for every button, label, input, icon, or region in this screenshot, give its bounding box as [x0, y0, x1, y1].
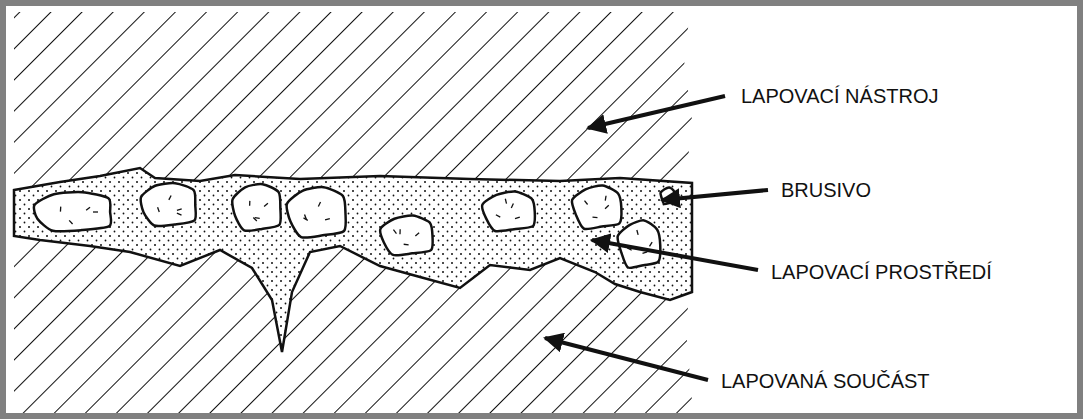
grain-mark [643, 252, 648, 254]
abrasive-grain [572, 185, 622, 229]
leader-arrows [545, 96, 768, 380]
abrasive-grain [380, 216, 432, 256]
part-label: BRUSIVO [778, 178, 874, 202]
grain-mark [93, 211, 98, 212]
leader-arrow [592, 240, 758, 270]
grain-mark [264, 203, 268, 206]
abrasive-grain [232, 184, 280, 231]
grain-mark [249, 201, 251, 206]
abrasive-grain [34, 192, 111, 231]
grain-mark [177, 209, 182, 210]
grain-mark [325, 219, 330, 220]
grain-mark [650, 242, 653, 246]
grain-mark [637, 230, 638, 235]
grain-mark [593, 217, 598, 219]
grain-mark [303, 218, 307, 221]
grain-mark [605, 205, 609, 208]
medium-dots [14, 168, 692, 352]
grain-mark [255, 217, 260, 219]
grain-mark [404, 244, 409, 246]
abrasive-grain [141, 183, 196, 226]
part-label: LAPOVACÍ NÁSTROJ [738, 84, 941, 108]
grain-mark [415, 233, 419, 236]
part-label: LAPOVACÍ PROSTŘEDÍ [768, 260, 995, 284]
grain-mark [399, 229, 400, 234]
grain-mark [86, 207, 90, 210]
grain-mark [393, 230, 396, 234]
leader-arrow [545, 338, 708, 380]
grain-mark [60, 207, 62, 212]
grain-mark [177, 213, 182, 215]
grain-mark [169, 195, 171, 199]
lapping-medium [14, 168, 692, 352]
grain-mark [511, 204, 513, 209]
grain-mark [158, 207, 160, 212]
abrasive-grain [287, 187, 346, 238]
grain-mark [69, 220, 72, 224]
grain-mark [505, 199, 506, 204]
part-label: LAPOVANÁ SOUČÁST [718, 369, 933, 393]
grain-mark [585, 201, 588, 205]
grain-mark [605, 196, 607, 201]
abrasive-grain [482, 191, 535, 231]
hatched-body [14, 12, 693, 413]
grain-mark [515, 217, 520, 219]
grain-mark [496, 215, 500, 217]
frame [3, 3, 1080, 416]
leader-arrow [662, 190, 768, 200]
abrasive-grains [34, 183, 675, 268]
grain-mark [318, 202, 320, 206]
leader-arrow [588, 96, 725, 128]
